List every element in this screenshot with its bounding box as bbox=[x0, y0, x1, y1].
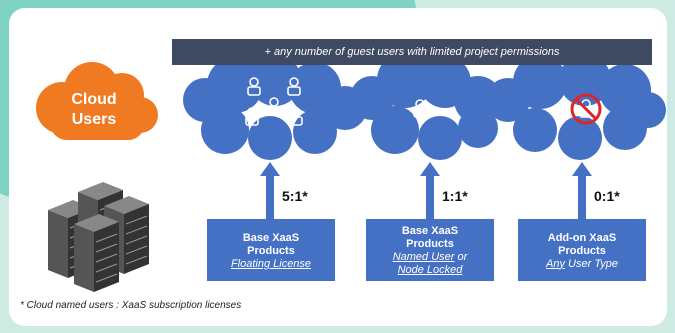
ratio-addon: 0:1* bbox=[594, 188, 620, 204]
user-group-icon bbox=[245, 77, 303, 126]
tier-title-line1: Base XaaS bbox=[401, 225, 459, 237]
tier-box-addon: Add-on XaaS Products Any User Type bbox=[518, 219, 646, 281]
tier-title-line2: Products bbox=[247, 244, 295, 257]
banner-text: + any number of guest users with limited… bbox=[264, 46, 560, 58]
tier-detail-row: Named User or bbox=[393, 251, 468, 264]
cloud-users-line1: Cloud bbox=[71, 91, 117, 108]
cloud-users-cloud bbox=[36, 62, 158, 140]
cloud-users-label: Cloud Users bbox=[30, 75, 158, 145]
ratio-floating: 5:1* bbox=[282, 188, 308, 204]
tier-title-line1: Base XaaS bbox=[242, 231, 300, 244]
footnote: * Cloud named users : XaaS subscription … bbox=[20, 300, 242, 311]
tier-detail-suffix: User Type bbox=[564, 257, 618, 270]
tier-title-line2: Products bbox=[558, 244, 606, 257]
no-user-icon bbox=[570, 93, 602, 125]
tier-box-named-user: Base XaaS Products Named User or Node Lo… bbox=[366, 219, 494, 281]
ratio-named-user: 1:1* bbox=[442, 188, 468, 204]
tier-detail-line1: Floating License bbox=[230, 257, 312, 270]
arrows bbox=[260, 162, 592, 219]
tier-title-line1: Add-on XaaS bbox=[547, 231, 617, 244]
cloud-users-line2: Users bbox=[71, 111, 117, 128]
tier-detail-row: Any User Type bbox=[546, 258, 618, 271]
single-user-icon bbox=[413, 99, 427, 118]
tier-box-floating: Base XaaS Products Floating License bbox=[207, 219, 335, 281]
tier-title-line2: Products bbox=[406, 238, 454, 250]
tier-detail-suffix: or bbox=[454, 251, 468, 263]
tier-detail-line2: Node Locked bbox=[397, 264, 463, 276]
tier-detail-line1: Named User bbox=[392, 251, 455, 263]
user-clouds bbox=[183, 52, 666, 160]
server-rack-icon bbox=[48, 182, 149, 292]
guest-users-banner: + any number of guest users with limited… bbox=[172, 39, 652, 65]
tier-detail-line1: Any bbox=[546, 257, 565, 270]
